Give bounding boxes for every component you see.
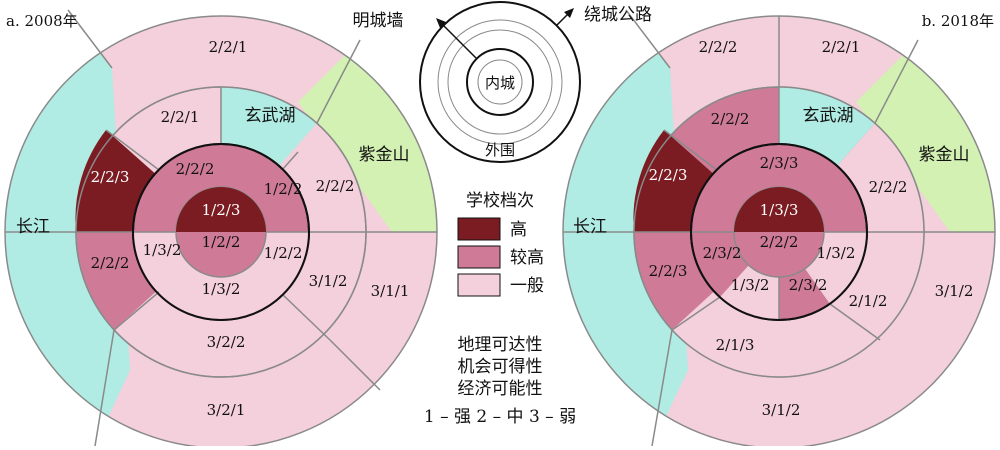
zone-label-b-mid_se: 2/1/2 [849,292,888,310]
zone-label-a-inner_ne: 1/2/2 [264,180,303,198]
zone-label-a-outer_e: 3/1/1 [371,282,410,300]
zone-label-b-mid_nw: 2/2/2 [711,110,750,128]
zone-label-a-mid_ne: 2/2/2 [316,177,355,195]
legend-swatch-high [457,217,501,241]
mountain-label-a: 紫金山 [359,145,410,165]
text-layer: 2/2/1 2/2/1 2/2/3 2/2/2 1/2/2 2/2/2 1/2/3 1/2/2… [6,5,994,427]
panel-b-title: b. 2018年 [922,12,994,30]
inner-city-label: 内城 [485,74,515,92]
zone-label-a-inner_e: 1/2/2 [264,244,303,262]
wall-label: 明城墙 [353,11,404,31]
panel-2018 [562,9,996,449]
zone-label-a-mid_sw: 2/2/2 [91,254,130,272]
zone-label-b-inner_sw: 1/3/2 [731,276,770,294]
panel-2008 [4,9,438,449]
legend-dimension-0: 地理可达性 [458,335,543,355]
legend-scale: 1 – 强 2 – 中 3 – 弱 [424,407,576,427]
road-label: 绕城公路 [584,5,652,25]
legend-label-normal: 一般 [510,276,544,296]
legend-swatch-normal [457,273,501,297]
zone-label-a-inner_w: 1/3/2 [143,241,182,259]
legend-label-mid_high: 较高 [510,248,544,268]
zone-label-a-mid_s: 3/2/2 [207,333,246,351]
zone-label-b-mid_sw: 2/2/3 [649,262,688,280]
outer-area-label: 外围 [485,141,515,159]
zone-label-a-core_s: 1/2/2 [202,233,241,251]
zone-label-a-outer_s: 3/2/1 [207,401,246,419]
zone-label-a-outer_n: 2/2/1 [209,38,248,56]
legend-title: 学校档次 [466,191,534,211]
zone-label-b-outer_e: 3/1/2 [935,282,974,300]
zone-label-a-mid_nw: 2/2/1 [161,108,200,126]
core-top-high-b [734,187,824,232]
zone-label-b-core_n: 1/3/3 [760,201,799,219]
zone-label-b-inner_e: 1/3/2 [817,244,856,262]
city-schematic [419,1,581,163]
zone-label-b-mid_ne: 2/2/2 [869,178,908,196]
zone-label-a-mid_se: 3/1/2 [309,272,348,290]
mountain-label-b: 紫金山 [919,145,970,165]
zone-label-b-inner_n: 2/3/3 [760,154,799,172]
lake-label-b: 玄武湖 [803,106,854,126]
division-lines-b [563,9,995,447]
zone-label-a-mid_w: 2/2/3 [91,168,130,186]
zone-label-b-outer_ne: 2/2/1 [822,38,861,56]
core-top-high [176,187,266,232]
legend-dimension-1: 机会可得性 [458,357,543,377]
legend [457,217,501,297]
zone-label-b-core_s: 2/2/2 [760,233,799,251]
zone-label-b-mid_w: 2/2/3 [649,166,688,184]
zone-label-b-inner_w: 2/3/2 [703,244,742,262]
zone-label-b-inner_se: 2/3/2 [789,276,828,294]
zone-label-b-outer_nw: 2/2/2 [699,38,738,56]
division-lines-a [5,9,437,447]
river-label-b: 长江 [573,217,607,237]
schematic-wall-circle [466,48,534,116]
legend-dimension-2: 经济可能性 [458,379,543,399]
legend-label-high: 高 [510,220,527,240]
zone-label-b-mid_s: 2/1/3 [716,336,755,354]
legend-swatch-mid-high [457,245,501,269]
lake-label-a: 玄武湖 [245,106,296,126]
panel-a-title: a. 2008年 [6,12,78,30]
zone-label-b-outer_s: 3/1/2 [762,401,801,419]
zone-label-a-inner_s: 1/3/2 [202,280,241,298]
zone-label-a-inner_n: 2/2/2 [176,160,215,178]
zone-label-a-core_n: 1/2/3 [202,201,241,219]
river-label-a: 长江 [16,217,50,237]
